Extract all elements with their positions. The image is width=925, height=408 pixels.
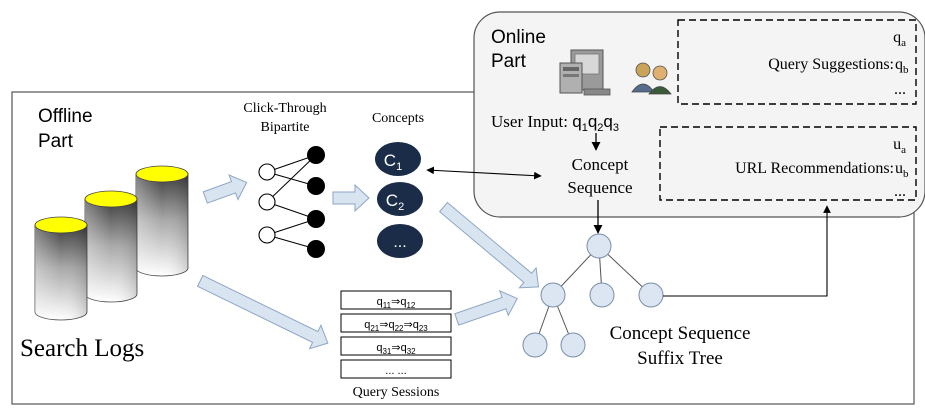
concepts-label: Concepts bbox=[372, 111, 424, 126]
concept-sequence-label-2: Sequence bbox=[567, 178, 632, 197]
url-recommendation-ua: ua bbox=[893, 136, 906, 156]
tree-node bbox=[586, 233, 612, 259]
url-recommendations-more: ... bbox=[894, 183, 906, 200]
url-recommendation-ub: ub bbox=[895, 160, 909, 180]
user-input-label: User Input: q1q2q3 bbox=[491, 112, 619, 134]
bipartite-label: Click-Through bbox=[243, 101, 326, 116]
concept-label: C2 bbox=[386, 191, 404, 213]
query-session-row: q21⇒q22⇒q23 bbox=[364, 319, 428, 333]
concept-online-link bbox=[426, 166, 542, 180]
url-recommendations-label: URL Recommendations: bbox=[735, 160, 894, 177]
query-suggestions-more: ... bbox=[894, 81, 906, 98]
query-suggestion-qa: qa bbox=[893, 29, 906, 49]
concept-node bbox=[375, 142, 421, 176]
tree-node bbox=[522, 332, 548, 358]
tree-to-recommendations-arrow bbox=[663, 205, 831, 297]
query-suggestion-qb: qb bbox=[895, 56, 909, 76]
offline-part-title-2: Part bbox=[38, 131, 74, 152]
concept-label: ... bbox=[393, 234, 406, 251]
suffix-tree-label-2: Suffix Tree bbox=[637, 348, 723, 369]
bipartite-label-2: Bipartite bbox=[261, 120, 310, 135]
offline-part-title: Offline bbox=[38, 106, 93, 127]
computer-icon bbox=[559, 49, 611, 96]
concept-label: C1 bbox=[384, 151, 402, 173]
tree-node bbox=[589, 282, 615, 308]
search-log-cylinder bbox=[84, 190, 138, 303]
query-node bbox=[258, 193, 276, 211]
query-node bbox=[258, 163, 276, 181]
query-suggestions-label: Query Suggestions: bbox=[768, 56, 894, 73]
block-arrow bbox=[454, 289, 518, 326]
online-part-title-2: Part bbox=[491, 51, 527, 72]
query-session-row: q31⇒q32 bbox=[376, 342, 416, 356]
search-log-cylinder bbox=[34, 216, 88, 321]
url-node bbox=[307, 240, 325, 258]
online-part-title: Online bbox=[491, 27, 546, 48]
block-arrow bbox=[202, 174, 248, 204]
query-sessions-label: Query Sessions bbox=[353, 385, 440, 400]
query-node bbox=[258, 226, 276, 244]
url-recommendations-box bbox=[659, 126, 917, 201]
query-suggestions-box bbox=[677, 19, 917, 105]
concept-sequence-label: Concept bbox=[572, 155, 629, 174]
block-arrow bbox=[332, 183, 370, 213]
query-session-row: ... ... bbox=[385, 365, 406, 377]
tree-node bbox=[540, 282, 566, 308]
concept-node bbox=[377, 224, 423, 258]
tree-node bbox=[560, 332, 586, 358]
url-node bbox=[307, 210, 325, 228]
search-log-cylinder bbox=[135, 165, 189, 277]
users-icon bbox=[631, 62, 672, 95]
search-logs-label: Search Logs bbox=[20, 335, 144, 362]
query-session-row: q11⇒q12 bbox=[377, 296, 416, 310]
query-sessions-table bbox=[340, 290, 452, 379]
url-node bbox=[307, 177, 325, 195]
block-arrow bbox=[438, 201, 540, 289]
url-node bbox=[307, 146, 325, 164]
concept-node bbox=[377, 182, 423, 216]
suffix-tree-label: Concept Sequence bbox=[610, 323, 751, 344]
block-arrow bbox=[196, 274, 329, 350]
tree-node bbox=[638, 282, 664, 308]
